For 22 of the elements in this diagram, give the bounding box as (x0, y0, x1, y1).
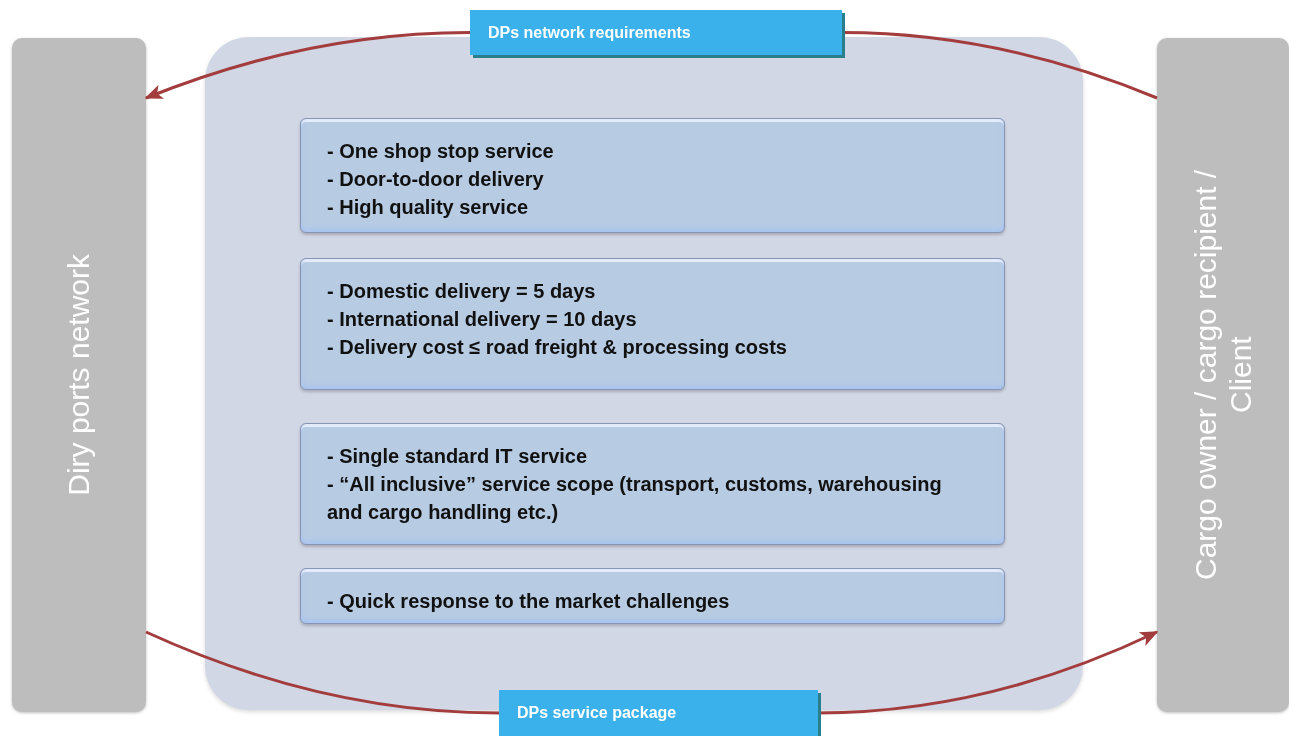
side-panel (1157, 38, 1289, 712)
curved-arrow (144, 31, 471, 100)
bullet-text: - One shop stop service (327, 139, 555, 164)
banner-text: DPs service package (517, 704, 677, 722)
bullet-text: - Single standard IT service (327, 444, 589, 469)
bullet-text: - International delivery = 10 days (327, 307, 638, 332)
bullet-text: - Quick response to the market challenges (327, 589, 731, 614)
bullet-text: - Domestic delivery = 5 days (327, 279, 597, 304)
banner-text: DPs network requirements (488, 23, 691, 42)
bullet-text: - “All inclusive” service scope (transport, customs, warehousing and cargo handling etc.) (327, 472, 943, 525)
panel-title: Diry ports network (61, 254, 96, 496)
label-banner (470, 10, 842, 55)
bullet-text: - High quality service (327, 195, 530, 220)
panel-title: Cargo owner / cargo recipient / Client (1188, 168, 1257, 583)
requirement-box (300, 118, 1005, 233)
bullet-text: - Door-to-door delivery (327, 167, 545, 192)
label-banner (499, 690, 818, 736)
requirement-box (300, 568, 1005, 624)
side-panel (12, 38, 146, 712)
requirement-box (300, 258, 1005, 390)
requirement-box (300, 423, 1005, 545)
bullet-text: - Delivery cost ≤ road freight & processing costs (327, 335, 788, 360)
